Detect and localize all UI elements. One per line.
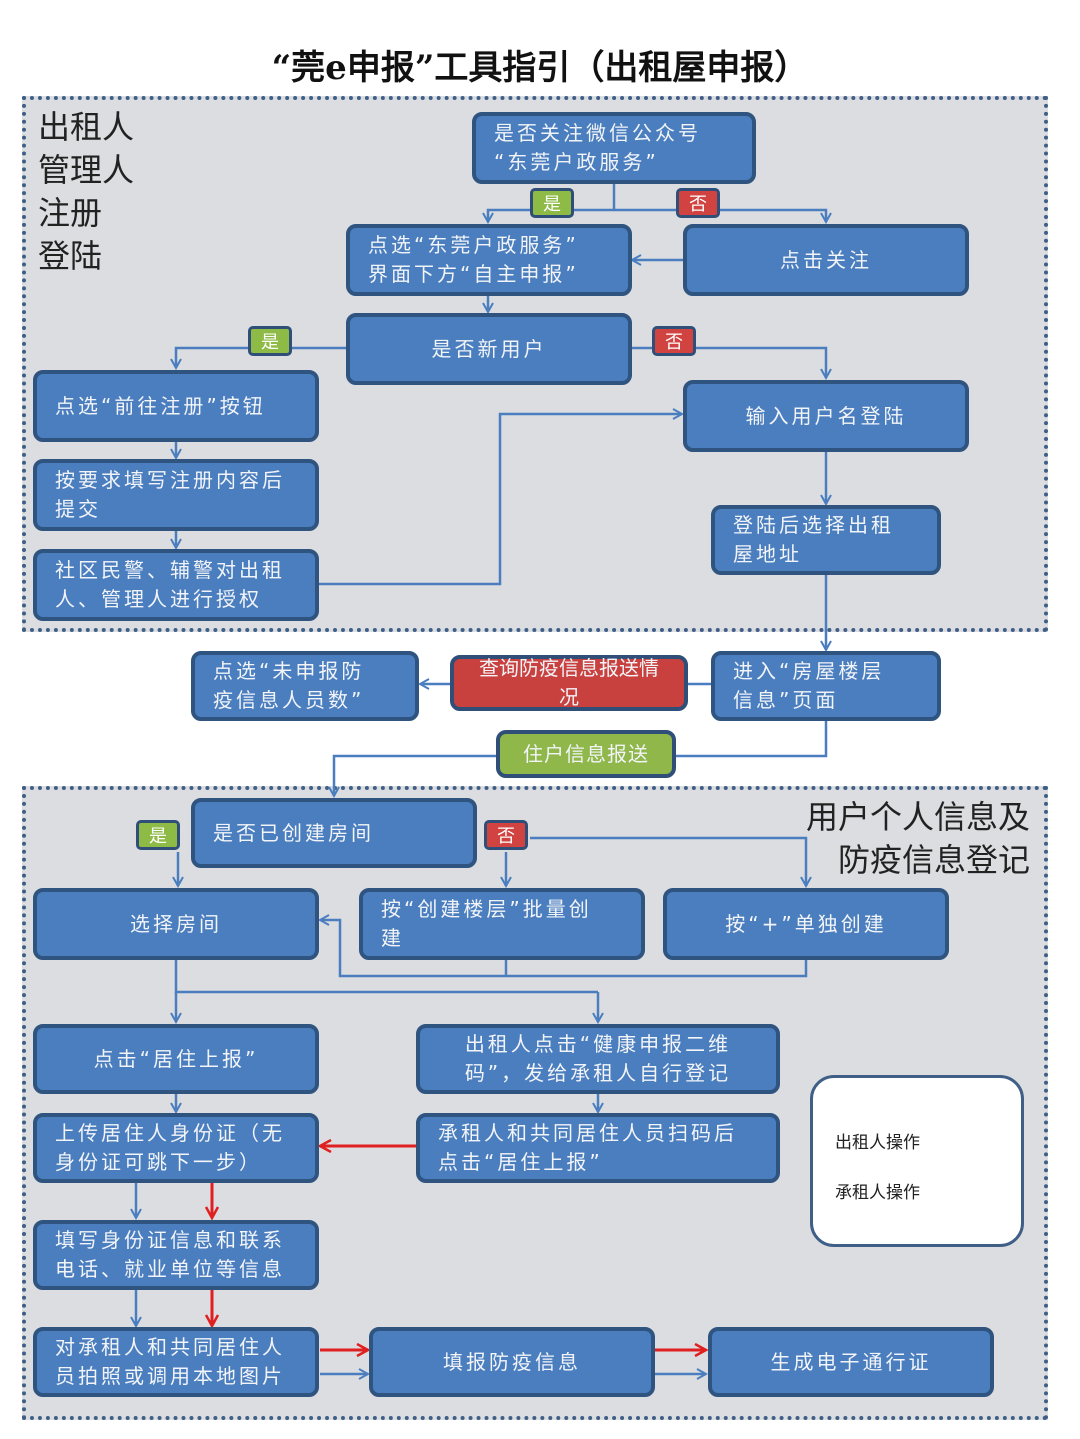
node-new-user-question: 是否新用户 — [346, 313, 632, 385]
node-click-follow: 点击关注 — [683, 224, 969, 296]
edge-created-to-selectroom — [320, 920, 808, 978]
node-upload-id: 上传居住人身份证（无身份证可跳下一步） — [33, 1113, 319, 1183]
edge-follow-no — [614, 208, 826, 222]
edge-report-to-roomquestion — [334, 754, 496, 796]
legend-tenant-label: 承租人操作 — [835, 1183, 920, 1203]
node-select-address: 登陆后选择出租屋地址 — [711, 505, 941, 575]
node-click-residence-report: 点击“居住上报” — [33, 1024, 319, 1094]
legend-landlord-label: 出租人操作 — [835, 1133, 920, 1153]
node-fill-id-info: 填写身份证信息和联系电话、就业单位等信息 — [33, 1220, 319, 1290]
node-take-photo: 对承租人和共同居住人员拍照或调用本地图片 — [33, 1327, 319, 1397]
tag-no-follow: 否 — [676, 188, 720, 218]
tag-yes-newuser: 是 — [248, 326, 292, 356]
node-send-qr: 出租人点击“健康申报二维码”，发给承租人自行登记 — [416, 1024, 780, 1094]
node-login-username: 输入用户名登陆 — [683, 380, 969, 452]
node-go-register: 点选“前往注册”按钮 — [33, 370, 319, 442]
node-query-status: 查询防疫信息报送情况 — [450, 655, 688, 711]
panel-bottom-label: 用户个人信息及 防疫信息登记 — [805, 796, 1030, 882]
node-room-created-question: 是否已创建房间 — [191, 798, 477, 868]
edge-room-no-single — [530, 836, 806, 886]
node-select-room: 选择房间 — [33, 888, 319, 960]
node-fill-register: 按要求填写注册内容后提交 — [33, 459, 319, 531]
node-police-authorize: 社区民警、辅警对出租人、管理人进行授权 — [33, 549, 319, 621]
node-enter-floor-page: 进入“房屋楼层信息”页面 — [711, 651, 941, 721]
node-generate-pass: 生成电子通行证 — [708, 1327, 994, 1397]
node-select-unreported: 点选“未申报防疫信息人员数” — [191, 651, 419, 721]
node-follow-question: 是否关注微信公众号“东莞户政服务” — [472, 112, 756, 184]
edge-floor-to-report — [676, 720, 828, 758]
panel-top-label: 出租人 管理人 注册 登陆 — [38, 108, 135, 275]
tag-yes-room: 是 — [136, 820, 180, 850]
node-batch-create: 按“创建楼层”批量创建 — [359, 888, 645, 960]
tag-no-newuser: 否 — [652, 326, 696, 356]
page-title: “莞e申报”工具指引（出租屋申报） — [271, 48, 809, 88]
node-select-self-report: 点选“东莞户政服务”界面下方“自主申报” — [346, 224, 632, 296]
node-resident-report: 住户信息报送 — [496, 730, 676, 778]
node-single-create: 按“+”单独创建 — [663, 888, 949, 960]
legend: 出租人操作 承租人操作 — [810, 1075, 1024, 1247]
tag-yes-follow: 是 — [530, 188, 574, 218]
node-scan-qr: 承租人和共同居住人员扫码后点击“居住上报” — [416, 1113, 780, 1183]
edge-authorize-to-login — [318, 414, 682, 586]
tag-no-room: 否 — [484, 820, 528, 850]
node-fill-epidemic: 填报防疫信息 — [369, 1327, 655, 1397]
